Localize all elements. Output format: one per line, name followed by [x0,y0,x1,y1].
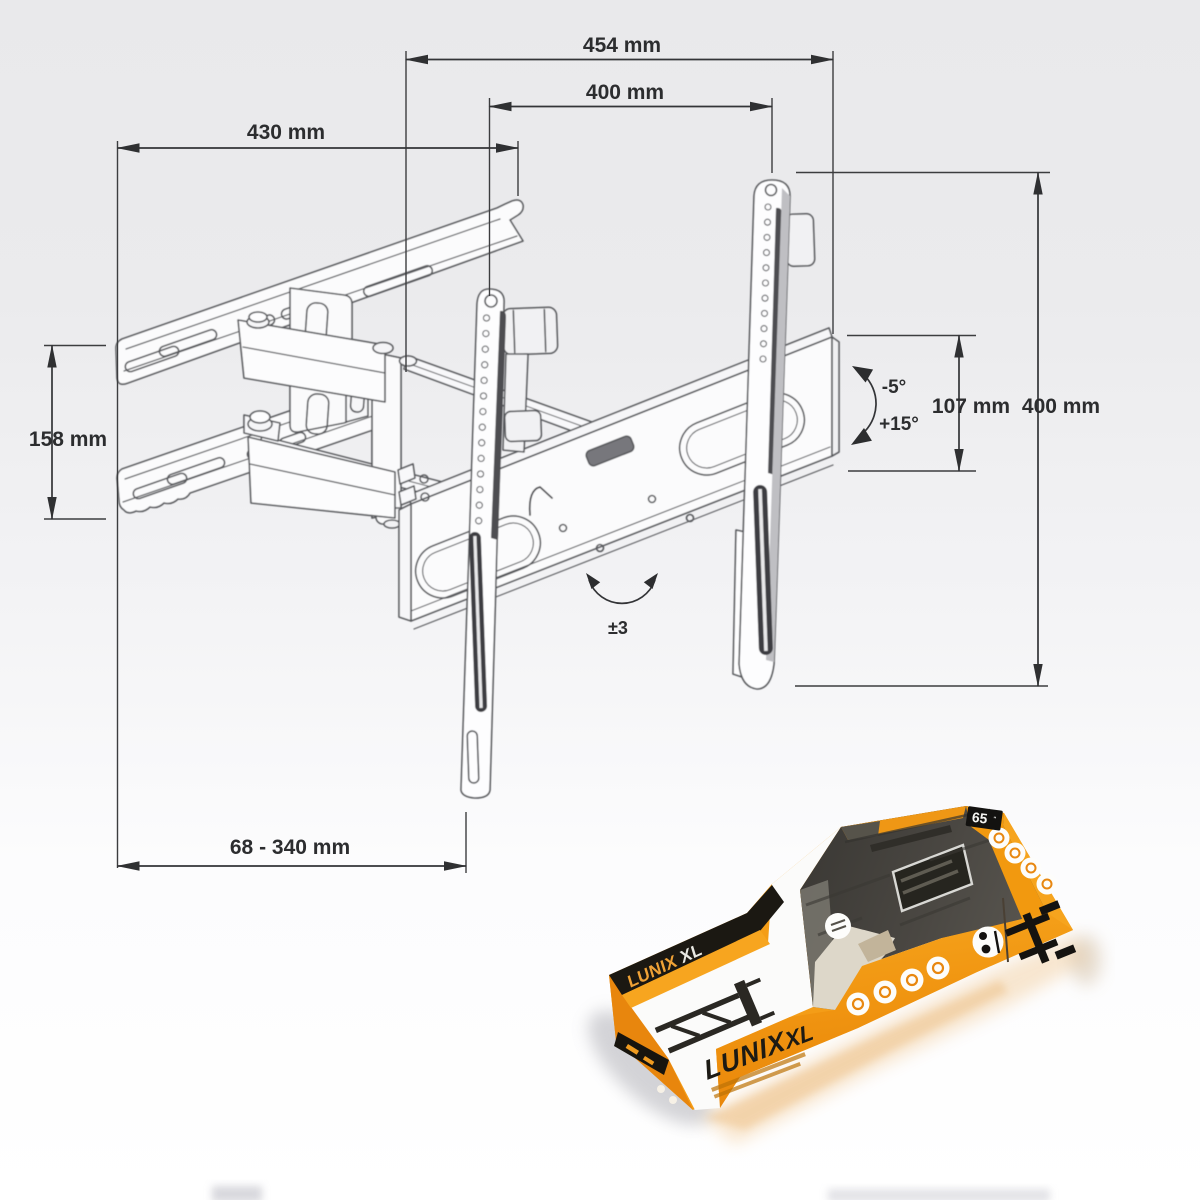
svg-text:±3: ±3 [608,618,628,638]
svg-text:68 - 340 mm: 68 - 340 mm [230,836,350,859]
svg-text:158 mm: 158 mm [29,428,107,451]
svg-text:454 mm: 454 mm [583,34,661,57]
svg-text:430 mm: 430 mm [247,121,325,144]
svg-text:": " [993,817,997,823]
svg-text:107 mm: 107 mm [932,395,1010,418]
svg-text:+15°: +15° [879,414,919,435]
svg-text:400 mm: 400 mm [1022,395,1100,418]
svg-text:400 mm: 400 mm [586,81,664,104]
svg-text:-5°: -5° [882,377,907,398]
svg-text:65: 65 [971,809,989,827]
